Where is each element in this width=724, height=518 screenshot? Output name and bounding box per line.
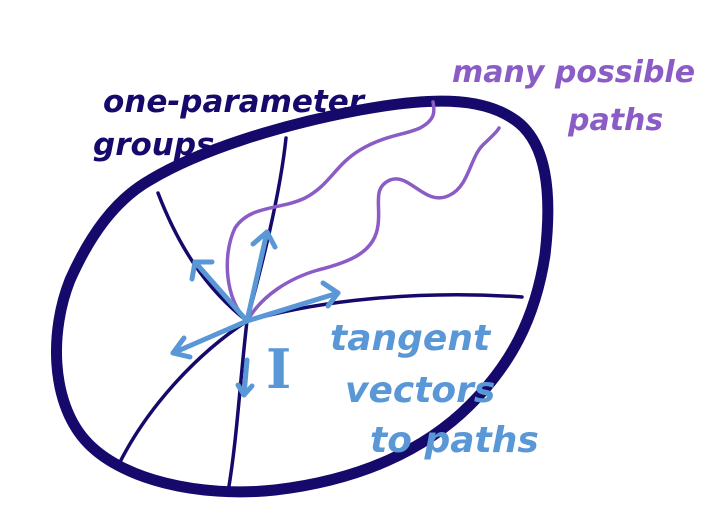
possible-path-2 <box>245 126 501 323</box>
many-paths-label-line2: paths <box>567 103 663 138</box>
one-parameter-curve-lower-left <box>115 319 249 470</box>
tangent-arrow-down <box>241 357 250 398</box>
tangent-label-line2: vectors <box>345 370 495 411</box>
identity-label: I <box>266 337 291 401</box>
tangent-arrow-up <box>244 229 270 324</box>
tangent-arrowhead-left <box>170 335 193 360</box>
tangent-arrowhead-down <box>235 382 255 398</box>
tangent-label-line3: to paths <box>370 420 539 461</box>
one-parameter-curve-bottom <box>226 319 249 494</box>
tangent-arrow-left <box>170 318 250 356</box>
one-parameter-label-line2: groups <box>93 127 215 163</box>
tangent-arrowhead-right <box>320 280 341 309</box>
tangent-label-line1: tangent <box>330 318 492 359</box>
tangent-arrowhead-up <box>250 229 278 250</box>
many-paths-label-line1: many possible <box>452 55 695 90</box>
manifold-outline <box>50 95 554 498</box>
possible-path-1 <box>225 100 436 323</box>
tangent-arrowhead-upleft <box>189 259 215 282</box>
tangent-vectors <box>170 229 341 398</box>
tangent-arrow-upleft <box>192 259 250 324</box>
one-parameter-label-line1: one-parameter <box>103 84 366 120</box>
tangent-arrow-right <box>244 290 341 324</box>
